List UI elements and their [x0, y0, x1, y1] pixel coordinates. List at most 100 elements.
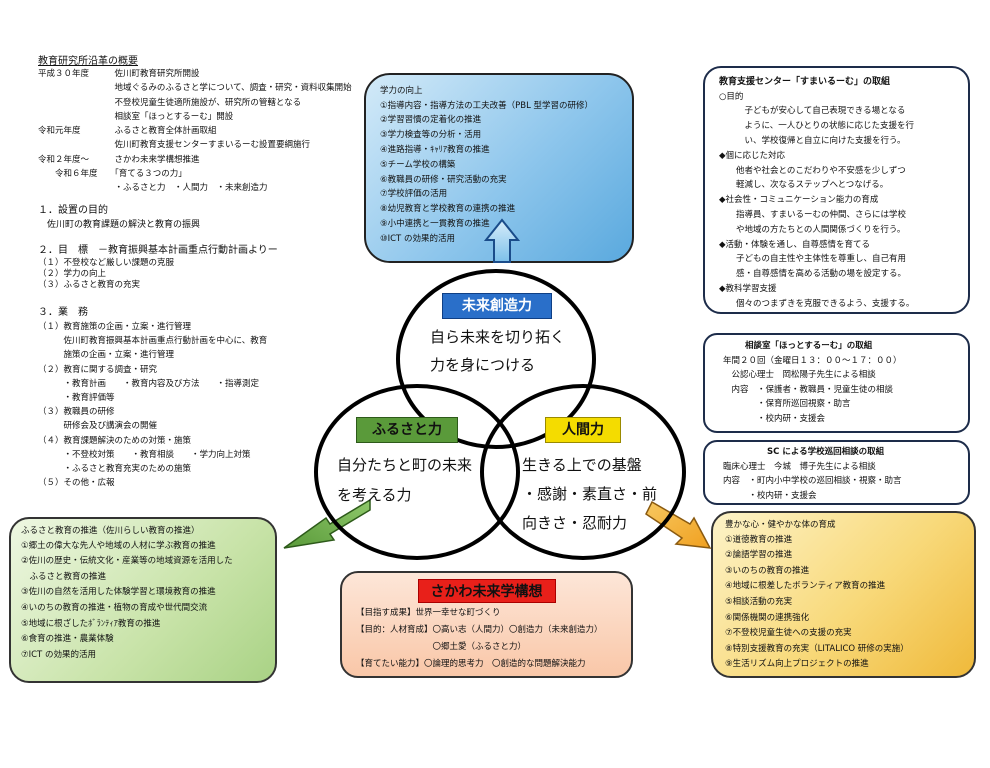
- academic-item: ⑦学校評価の活用: [380, 189, 448, 200]
- furusato-item: ⑥食育の推進・農業体験: [21, 634, 114, 645]
- concept-line: 【目的：人材育成】〇高い志（人間力）〇創造力（未来創造力）: [356, 625, 603, 635]
- work-line: （４）教育課題解決のための対策・施策: [38, 435, 192, 446]
- goals-heading: ２．目 標 －教育振興基本計画重点行動計画よりー: [38, 245, 278, 256]
- concept-line: 〇郷土愛（ふるさと力）: [356, 642, 527, 652]
- heart-body-item: ②論語学習の推進: [725, 550, 793, 561]
- work-line: （３）教職員の研修: [38, 407, 115, 418]
- smile-room-line: ○目的: [719, 91, 744, 102]
- work-line: （５）その他・広報: [38, 478, 115, 489]
- hot-room-line: 公認心理士 岡松陽子先生による相談: [723, 370, 876, 381]
- heart-body-item: ③いのちの教育の推進: [725, 565, 810, 576]
- heart-body-item: ⑥関係機関の連携強化: [725, 612, 810, 623]
- heart-body-title: 豊かな心・健やかな体の育成: [725, 520, 836, 530]
- smile-room-line: 軽減し、次なるステップへとつなげる。: [719, 180, 889, 191]
- academic-item: ⑤チーム学校の構築: [380, 159, 456, 170]
- furusato-text-2: を考える力: [337, 486, 412, 504]
- history-line: 令和６年度 「育てる３つの力」: [38, 169, 187, 180]
- future-creation-text-1: 自ら未来を切り拓く: [430, 328, 566, 346]
- furusato-item: ②佐川の歴史・伝統文化・産業等の地域資源を活用した: [21, 556, 233, 567]
- history-line: 令和２年度～ さかわ未来学構想推進: [38, 154, 200, 165]
- academic-item: ⑩ICT の効果的活用: [380, 233, 455, 244]
- smile-room-line: 子どもの自主性や主体性を尊重し、自己有用: [719, 254, 907, 265]
- smile-room-line: い、学校復帰と自立に向けた支援を行う。: [719, 135, 906, 146]
- smile-room-line: ◆教科学習支援: [719, 283, 777, 294]
- furusato-item: ⑦ICT の効果的活用: [21, 649, 96, 660]
- humanity-text-2: ・感謝・素直さ・前: [522, 485, 658, 503]
- academic-item: ②学習習慣の定着化の推進: [380, 115, 482, 126]
- smile-room-box: 教育支援センター「すまいるーむ」の取組 ○目的 子どもが安心して自己表現できる場…: [703, 66, 970, 314]
- humanity-text-3: 向きさ・忍耐力: [522, 514, 628, 532]
- history-lines: 平成３０年度 佐川町教育研究所開設 地域ぐるみのふるさと学について、調査・研究・…: [38, 67, 352, 196]
- furusato-item: ④いのちの教育の推進・植物の育成や世代間交流: [21, 602, 208, 613]
- furusato-item: ふるさと教育の推進: [21, 571, 107, 582]
- sc-line: ・校内研・支援会: [723, 490, 817, 501]
- hot-room-line: 内容 ・保護者・教職員・児童生徒の相談: [723, 384, 894, 395]
- heart-body-items: ①道徳教育の推進 ②論語学習の推進 ③いのちの教育の推進 ④地域に根差したボランティア…: [725, 533, 974, 673]
- heart-body-item: ④地域に根差したボランティア教育の推進: [725, 581, 886, 592]
- history-line: ・ふるさと力 ・人間力 ・未来創造力: [38, 183, 268, 194]
- smile-room-line: 個々のつまずきを克服できるよう、支援する。: [719, 298, 915, 309]
- smile-room-line: 感・自尊感情を高める活動の場を設定する。: [719, 269, 907, 280]
- hot-room-title: 相談室「ほっとするーむ」の取組: [745, 341, 873, 351]
- work-line: （２）教育に関する調査・研究: [38, 364, 158, 375]
- furusato-items: ①郷土の偉大な先人や地域の人材に学ぶ教育の推進 ②佐川の歴史・伝統文化・産業等の地…: [21, 539, 275, 664]
- furusato-label: ふるさと力: [356, 417, 458, 443]
- history-line: 不登校児童生徒適所施設が、研究所の管轄となる: [38, 97, 302, 108]
- smile-room-line: や地域の方たちとの人間関係づくりを行う。: [719, 224, 906, 235]
- academic-items: ①指導内容・指導方法の工夫改善（PBL 型学習の研修） ②学習習慣の定着化の推進 ③…: [380, 99, 632, 247]
- history-line: 平成３０年度 佐川町教育研究所開設: [38, 69, 200, 79]
- smile-room-line: 子どもが安心して自己表現できる場となる: [719, 106, 906, 117]
- furusato-box: ふるさと教育の推進（佐川らしい教育の推進） ①郷土の偉大な先人や地域の人材に学ぶ…: [9, 517, 277, 683]
- concept-box: さかわ未来学構想 【目指す成果】世界一幸せな町づくり【目的：人材育成】〇高い志（…: [340, 571, 633, 678]
- history-line: 地域ぐるみのふるさと学について、調査・研究・資料収集開始: [38, 83, 352, 94]
- work-heading: ３．業 務: [38, 307, 88, 318]
- heart-body-item: ①道徳教育の推進: [725, 534, 793, 545]
- academic-item: ③学力検査等の分析・活用: [380, 130, 482, 141]
- future-creation-label: 未来創造力: [442, 293, 552, 319]
- academic-item: ①指導内容・指導方法の工夫改善（PBL 型学習の研修）: [380, 100, 594, 111]
- setting-section: １．設置の目的 佐川町の教育課題の解決と教育の振興: [38, 204, 200, 232]
- setting-line: 佐川町の教育課題の解決と教育の振興: [38, 220, 201, 230]
- academic-title: 学力の向上: [380, 86, 423, 96]
- concept-line: 【目指す成果】世界一幸せな町づくり: [356, 608, 501, 618]
- sc-title: SC による学校巡回相談の取組: [767, 447, 885, 457]
- sc-line: 内容 ・町内小中学校の巡回相談・視察・助言: [723, 476, 902, 487]
- smile-room-line: 指導員、すまいるーむの仲間、さらには学校: [719, 209, 907, 220]
- hot-room-line: 年間２０回（金曜日１３：００～１７：００）: [723, 355, 902, 366]
- heart-body-item: ⑦不登校児童生徒への支援の充実: [725, 628, 852, 639]
- setting-heading: １．設置の目的: [38, 205, 108, 216]
- circle-humanity: [480, 384, 686, 560]
- humanity-text-1: 生きる上での基盤: [522, 456, 642, 474]
- goals-section: ２．目 標 －教育振興基本計画重点行動計画よりー （１）不登校など厳しい課題の克…: [38, 244, 278, 291]
- smile-room-line: 他者や社会とのこだわりや不安感を少しずつ: [719, 165, 906, 176]
- sc-line: 臨床心理士 今城 博子先生による相談: [723, 461, 876, 472]
- smile-room-line: ように、一人ひとりの状態に応じた支援を行: [719, 121, 915, 132]
- smile-room-line: ◆社会性・コミュニケーション能力の育成: [719, 195, 879, 206]
- work-line: ・不登校対策 ・教育相談 ・学力向上対策: [38, 449, 251, 460]
- smile-room-title: 教育支援センター「すまいるーむ」の取組: [719, 77, 891, 87]
- hot-room-line: ・保育所巡回視察・助言: [723, 399, 851, 410]
- work-line: 施策の企画・立案・進行管理: [38, 350, 175, 361]
- work-line: ・教育計画 ・教育内容及び方法 ・指導測定: [38, 378, 260, 389]
- goal-line: （３）ふるさと教育の充実: [38, 280, 141, 290]
- goal-line: （２）学力の向上: [38, 269, 107, 279]
- history-heading: 教育研究所沿革の概要: [38, 56, 138, 67]
- up-arrow: [483, 218, 521, 263]
- history-line: 佐川町教育支援センターすまいるーむ設置要綱施行: [38, 140, 311, 151]
- setting-lines: 佐川町の教育課題の解決と教育の振興: [38, 218, 200, 232]
- history-line: 相談室「ほっとするーむ」開設: [38, 111, 234, 122]
- goal-line: （１）不登校など厳しい課題の克服: [38, 258, 175, 268]
- sc-box: SC による学校巡回相談の取組 臨床心理士 今城 博子先生による相談内容 ・町内…: [703, 440, 970, 505]
- smile-room-line: ◆活動・体験を通し、自尊感情を育てる: [719, 239, 871, 250]
- furusato-text-1: 自分たちと町の未来: [337, 456, 473, 474]
- academic-item: ⑨小中連携と一貫教育の推進: [380, 218, 490, 229]
- heart-body-box: 豊かな心・健やかな体の育成 ①道徳教育の推進 ②論語学習の推進 ③いのちの教育の推進…: [711, 511, 976, 678]
- hot-room-box: 相談室「ほっとするーむ」の取組 年間２０回（金曜日１３：００～１７：００） 公認…: [703, 333, 970, 433]
- sc-lines: 臨床心理士 今城 博子先生による相談内容 ・町内小中学校の巡回相談・視察・助言 …: [723, 460, 968, 504]
- academic-item: ⑧幼児教育と学校教育の連携の推進: [380, 204, 516, 215]
- smile-room-lines: ○目的 子どもが安心して自己表現できる場となる ように、一人ひとりの状態に応じた…: [719, 90, 968, 312]
- hot-room-lines: 年間２０回（金曜日１３：００～１７：００） 公認心理士 岡松陽子先生による相談 …: [723, 354, 968, 427]
- furusato-item: ⑤地域に根ざしたﾎﾞﾗﾝﾃｨｱ教育の推進: [21, 618, 161, 629]
- furusato-item: ①郷土の偉大な先人や地域の人材に学ぶ教育の推進: [21, 540, 216, 551]
- smile-room-line: ◆個に応じた対応: [719, 150, 786, 161]
